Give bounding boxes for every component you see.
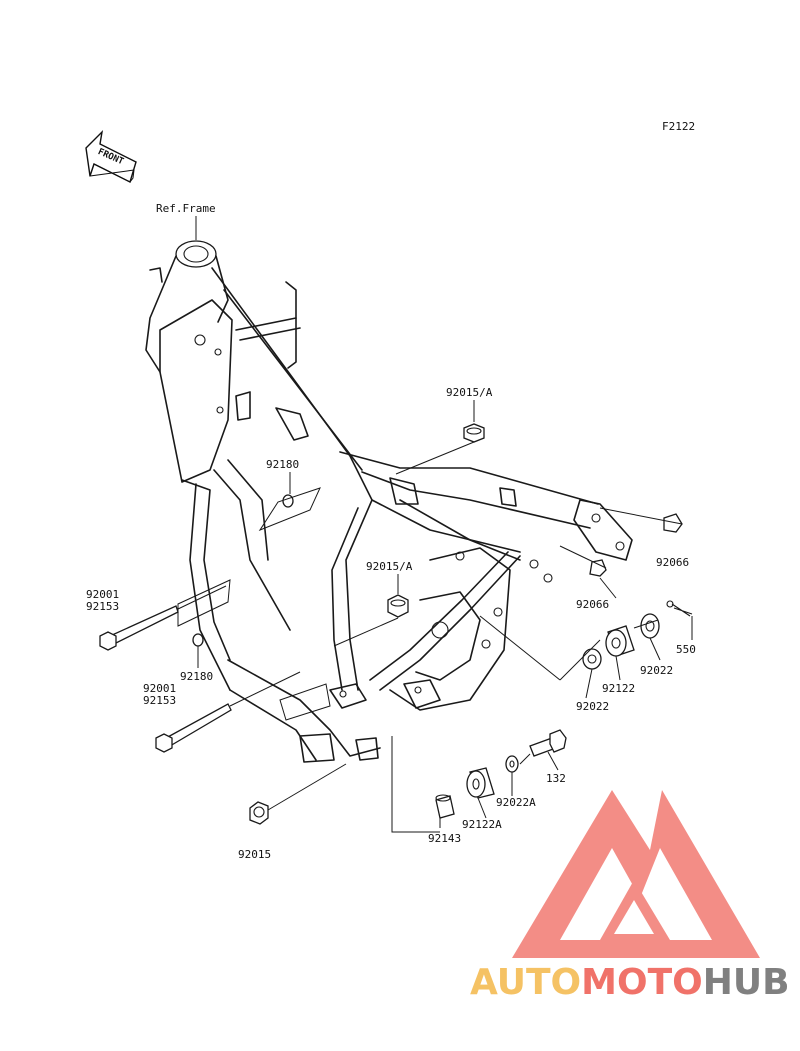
collar-92122a: [466, 767, 495, 799]
bolt-132: [529, 729, 567, 757]
motorcycle-frame: [145, 240, 633, 763]
figure-code: F2122: [662, 120, 695, 133]
callout-92143: 92143: [428, 832, 461, 845]
bolt-92153-b: [155, 703, 232, 753]
automotohub-logo: AUTOMOTOHUB: [470, 790, 790, 1003]
cap-92066-mid: [589, 559, 607, 577]
callout-92001-a: 92001: [86, 588, 119, 601]
shim-92180-bottom: [192, 633, 204, 647]
washer-92022-mid: [582, 648, 602, 670]
callout-92180-top: 92180: [266, 458, 299, 471]
callout-132: 132: [546, 772, 566, 785]
logo-triangle-icon: [512, 790, 760, 958]
logo-auto: AUTO: [470, 962, 581, 1003]
logo-hub: HUB: [703, 962, 790, 1003]
shim-92180-top: [282, 494, 294, 508]
ref-frame-label: Ref.Frame: [156, 202, 216, 215]
callout-92066-mid: 92066: [576, 598, 609, 611]
callout-labels: 92015/A 92180 92015/A 92066 92066 550 92…: [86, 386, 696, 861]
callout-92015a-mid: 92015/A: [366, 560, 413, 573]
callout-92066-right: 92066: [656, 556, 689, 569]
callout-92022a: 92022A: [496, 796, 536, 809]
nut-92015: [249, 801, 269, 825]
callout-92022-right: 92022: [640, 664, 673, 677]
collar-92122: [605, 625, 635, 657]
callout-92153-b: 92153: [143, 694, 176, 707]
callout-92022-mid: 92022: [576, 700, 609, 713]
callout-550: 550: [676, 643, 696, 656]
callout-92015a-top: 92015/A: [446, 386, 493, 399]
front-arrow-icon: FRONT: [85, 129, 137, 183]
pin-550: [666, 600, 693, 617]
callout-92001-b: 92001: [143, 682, 176, 695]
logo-moto: MOTO: [581, 962, 703, 1003]
nut-92015a-mid: [387, 594, 409, 618]
logo-wordmark: AUTOMOTOHUB: [470, 962, 790, 1003]
cap-92066-right: [663, 513, 683, 533]
leader-lines: [177, 400, 693, 833]
callout-92180-bottom: 92180: [180, 670, 213, 683]
callout-92153-a: 92153: [86, 600, 119, 613]
nut-92015a-top: [463, 423, 485, 443]
callout-92122a: 92122A: [462, 818, 502, 831]
washer-92022a: [505, 755, 519, 773]
washer-92022-right: [640, 613, 660, 639]
callout-92015: 92015: [238, 848, 271, 861]
spacer-92143: [435, 794, 455, 819]
callout-92122: 92122: [602, 682, 635, 695]
